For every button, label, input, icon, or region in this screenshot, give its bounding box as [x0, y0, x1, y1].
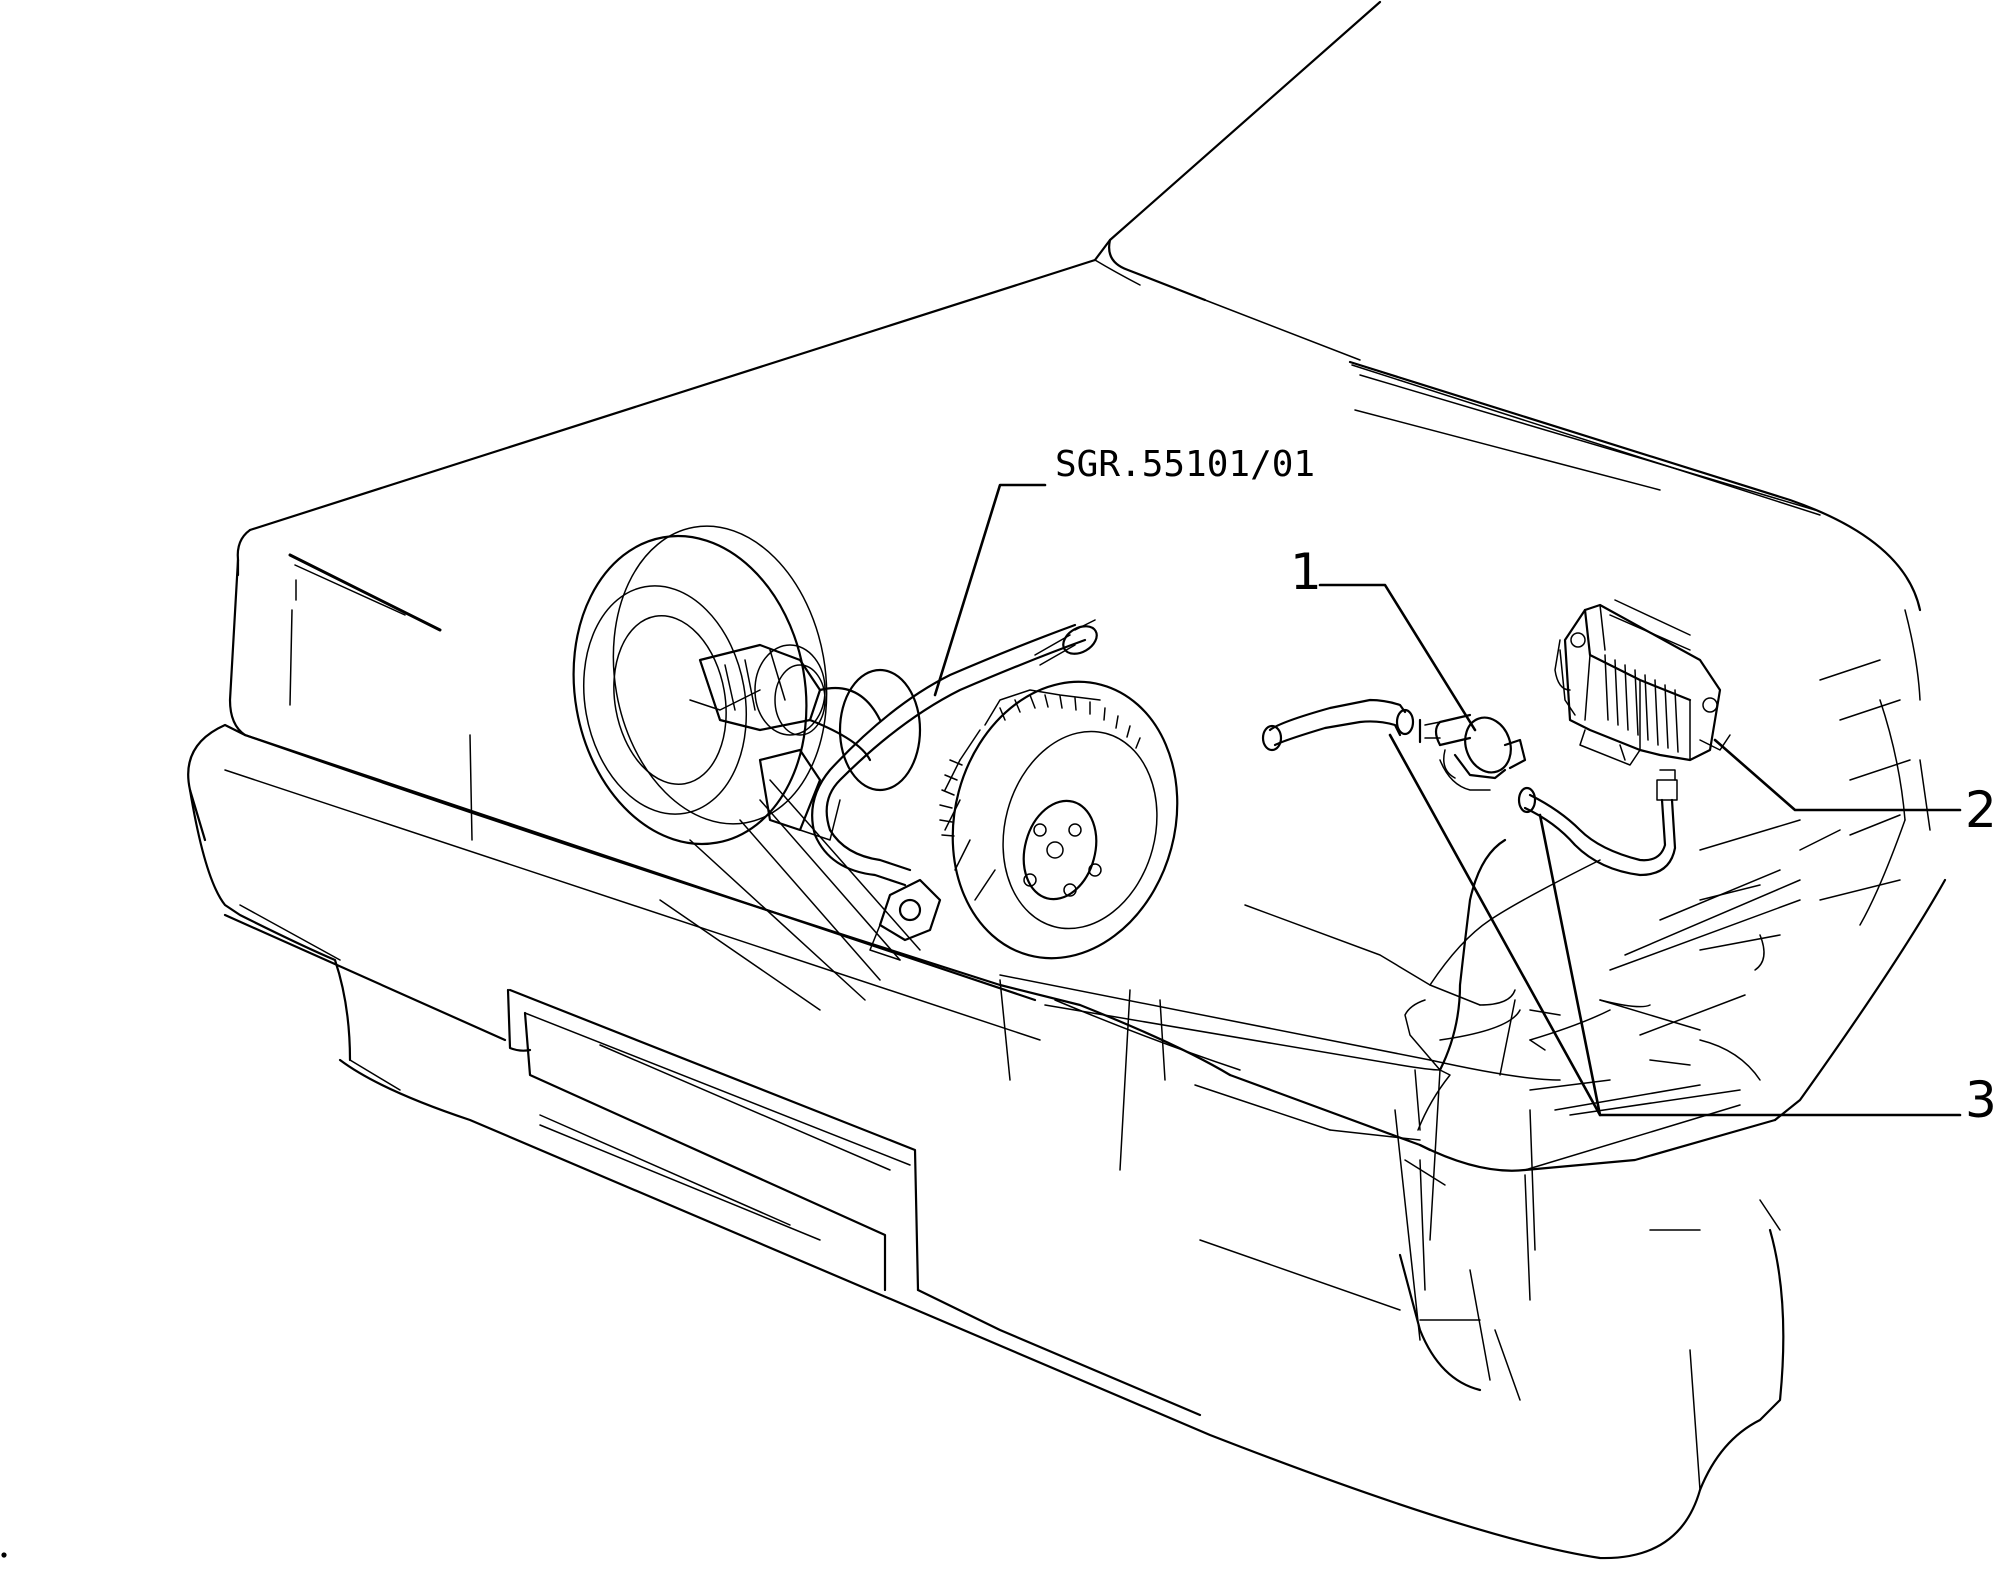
car-body [187, 0, 1947, 1560]
callout-1: 1 [1290, 543, 1322, 601]
part-2-control-unit [1554, 599, 1731, 766]
reference-label: SGR.55101/01 [1055, 444, 1316, 485]
engine-assembly [572, 525, 1179, 961]
stray-dot [1, 1552, 7, 1558]
callout-3: 3 [1965, 1071, 1997, 1129]
part-1-fuel-vapor-valve [1261, 698, 1678, 877]
leader-lines [933, 483, 1962, 1117]
callout-2: 2 [1965, 781, 1997, 839]
